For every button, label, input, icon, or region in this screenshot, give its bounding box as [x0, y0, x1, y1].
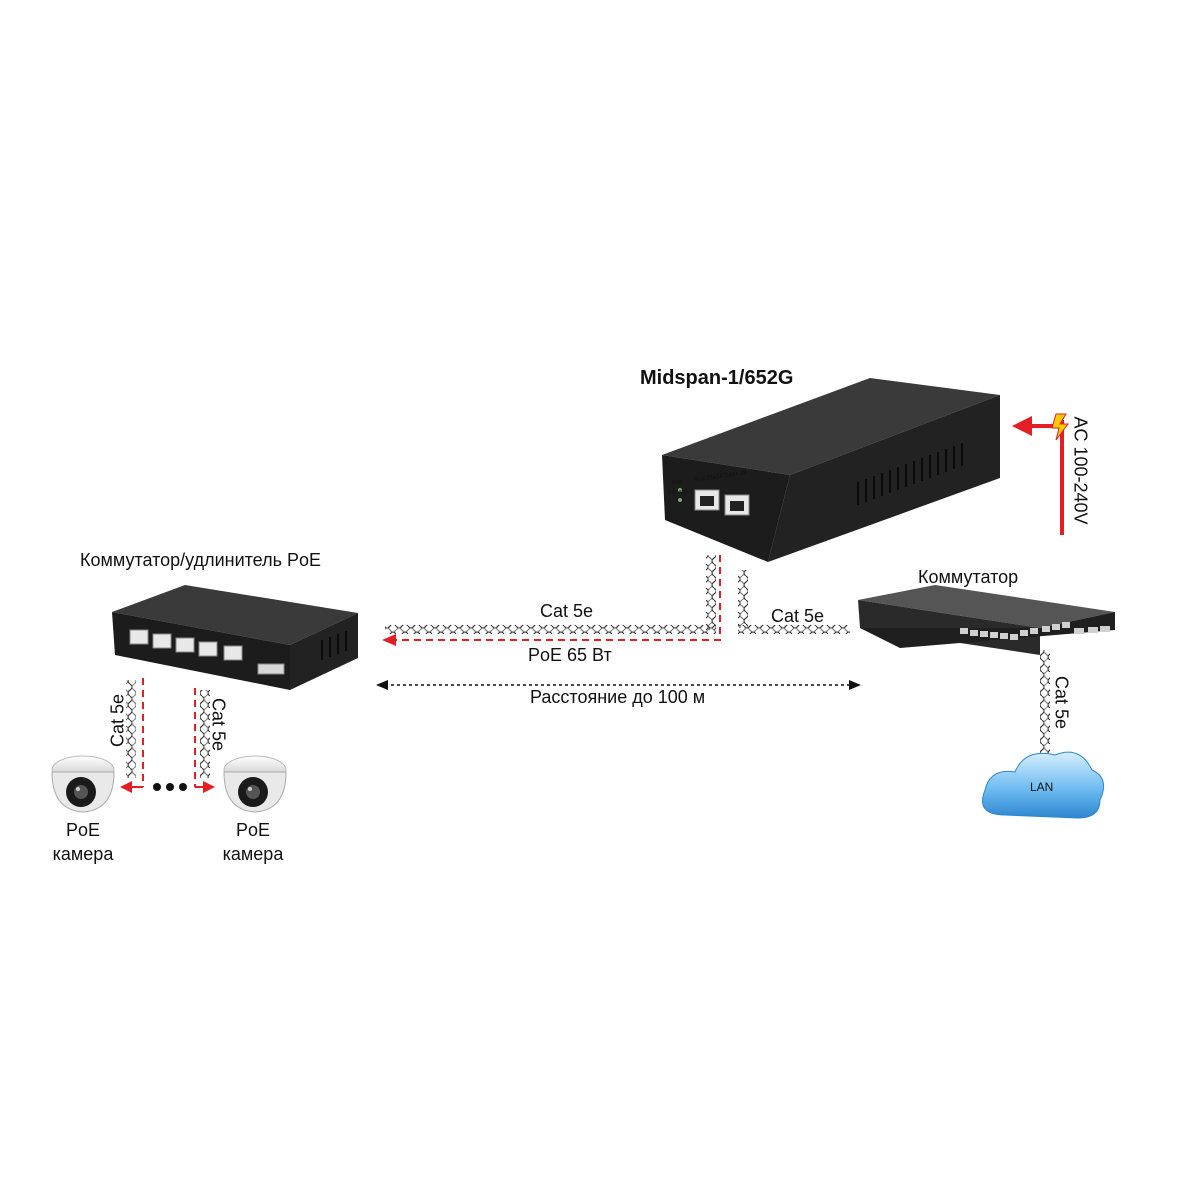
- cable-poe-switch-to-camera-right: [194, 688, 215, 793]
- poe-switch-device: [112, 585, 358, 690]
- cable-label-switch-lan: Cat 5e: [1051, 675, 1072, 730]
- ellipsis-dots-icon: [153, 783, 187, 791]
- network-switch-device: [858, 585, 1115, 655]
- dome-camera-right-icon: [223, 755, 287, 813]
- distance-label: Расстояние до 100 м: [530, 687, 706, 707]
- distance-arrow: [376, 680, 861, 690]
- dome-camera-left-icon: [51, 755, 115, 813]
- cable-label-camera-left: Cat 5e: [107, 693, 128, 748]
- camera-left-label: PoE камера: [28, 818, 138, 866]
- lan-cloud-icon: [982, 751, 1105, 819]
- cable-label-camera-right: Cat 5e: [208, 697, 229, 752]
- poe-switch-title: Коммутатор/удлинитель PoE: [80, 550, 321, 570]
- lightning-icon: [1051, 413, 1069, 441]
- poe-power-label: PoE 65 Вт: [528, 645, 612, 665]
- network-switch-title: Коммутатор: [918, 567, 1019, 587]
- power-arrow-head-icon: [1012, 416, 1032, 436]
- midspan-led-power-label: POWER: [668, 490, 687, 496]
- midspan-title: Midspan-1/652G: [640, 367, 794, 389]
- cable-switch-to-lan: [1040, 650, 1050, 765]
- power-label: AC 100-240V: [1070, 416, 1091, 525]
- midspan-led-poe-label: POE: [672, 480, 683, 486]
- camera-right-label-line2: камера: [222, 844, 284, 864]
- camera-right-label-line1: PoE: [235, 820, 271, 840]
- power-arrow: [1012, 413, 1069, 535]
- camera-right-label: PoE камера: [198, 818, 308, 866]
- cable-label-midspan-switch: Cat 5e: [771, 606, 825, 626]
- camera-left-label-line2: камера: [52, 844, 114, 864]
- cable-midspan-to-switch: [738, 570, 850, 634]
- cable-label-midspan-poe-switch: Cat 5e: [540, 601, 594, 621]
- midspan-device: [662, 378, 1000, 562]
- poe-arrow-head-icon: [382, 634, 396, 646]
- lan-label: LAN: [1030, 780, 1054, 794]
- camera-left-label-line1: PoE: [65, 820, 101, 840]
- cable-poe-switch-to-camera-left: [120, 678, 144, 793]
- cable-midspan-to-poe-switch: [382, 555, 721, 646]
- midspan-vents: [857, 443, 963, 505]
